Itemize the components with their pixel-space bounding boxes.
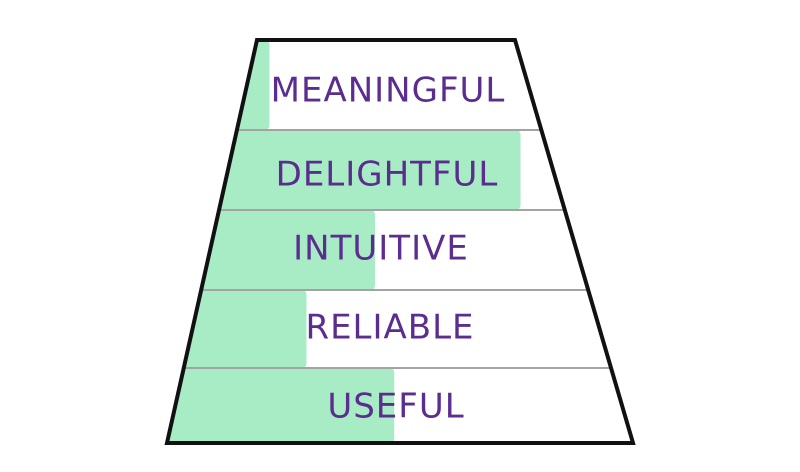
green-fill-region: [167, 40, 521, 443]
level-fill-reliable: [173, 289, 307, 369]
level-label-intuitive: INTUITIVE: [293, 229, 469, 269]
level-label-reliable: RELIABLE: [305, 308, 474, 348]
level-label-useful: USEFUL: [327, 387, 464, 427]
level-labels: MEANINGFUL DELIGHTFUL INTUITIVE RELIABLE…: [271, 71, 506, 427]
level-dividers: [183, 129, 612, 369]
level-label-delightful: DELIGHTFUL: [276, 155, 499, 195]
level-fill-intuitive: [191, 209, 375, 291]
pyramid-outline: [164, 38, 636, 445]
level-fill-useful: [167, 367, 395, 443]
level-label-meaningful: MEANINGFUL: [271, 71, 506, 111]
level-fill-delightful: [209, 129, 521, 211]
